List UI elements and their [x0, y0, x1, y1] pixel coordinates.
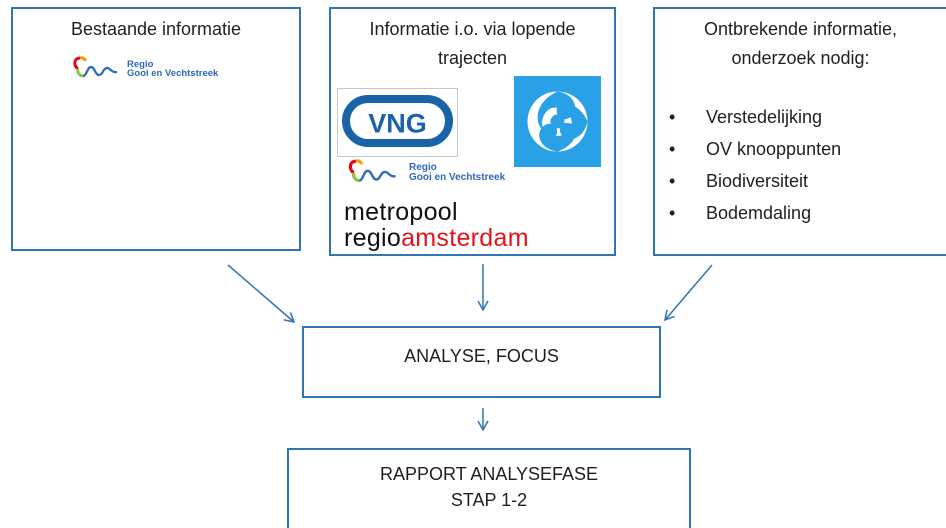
- regio-wave-icon: [69, 55, 121, 83]
- rapport-analysefase-box: RAPPORT ANALYSEFASE STAP 1-2: [287, 448, 691, 528]
- waterschap-logo: [514, 76, 601, 167]
- flow-arrows: [227, 264, 713, 432]
- missing-info-title-line1: Ontbrekende informatie,: [703, 19, 898, 39]
- list-item-label: OV knooppunten: [706, 139, 842, 159]
- ongoing-info-title-line1: Informatie i.o. via lopende: [369, 19, 576, 39]
- list-item-label: Biodiversiteit: [706, 171, 809, 191]
- missing-info-list: • Verstedelijking • OV knooppunten • Biodiv…: [669, 106, 841, 234]
- swirl-icon: [527, 91, 588, 152]
- regio-logo-line2: Gooi en Vechtstreek: [409, 172, 506, 183]
- missing-info-box: Ontbrekende informatie, onderzoek nodig:: [653, 7, 946, 256]
- arrow-missing-to-analyse: [663, 264, 713, 322]
- mra-line1: metropool: [344, 198, 458, 226]
- list-item: • Biodiversiteit: [669, 170, 841, 202]
- bullet: •: [669, 139, 676, 159]
- list-item: • OV knooppunten: [669, 138, 841, 170]
- metropool-regio-amsterdam-logo: metropool regioamsterdam: [337, 196, 552, 253]
- regio-logo-middle: Regio Gooi en Vechtstreek: [340, 158, 505, 188]
- list-item: • Verstedelijking: [669, 106, 841, 138]
- regio-logo-line2: Gooi en Vechtstreek: [127, 68, 219, 79]
- list-item-label: Verstedelijking: [706, 107, 823, 127]
- vng-logo: VNG: [337, 88, 458, 157]
- bullet: •: [669, 203, 676, 223]
- regio-wave-icon: [340, 158, 404, 188]
- bullet: •: [669, 171, 676, 191]
- vng-logo-text: VNG: [368, 109, 427, 139]
- mra-line2-regio: regio: [344, 224, 402, 252]
- rapport-title-line2: STAP 1-2: [450, 490, 528, 510]
- mra-line2: regioamsterdam: [337, 225, 552, 251]
- regio-logo-left: Regio Gooi en Vechtstreek: [69, 55, 218, 83]
- regio-logo-line1: Regio: [127, 58, 154, 70]
- bullet: •: [669, 107, 676, 127]
- existing-info-box: Bestaande informatie: [11, 7, 301, 251]
- mra-line2-amsterdam: amsterdam: [401, 224, 529, 252]
- missing-info-title-line2: onderzoek nodig:: [731, 48, 870, 68]
- list-item-label: Bodemdaling: [706, 203, 812, 223]
- arrow-existing-to-analyse: [227, 264, 296, 324]
- rapport-title-line1: RAPPORT ANALYSEFASE: [379, 464, 599, 484]
- list-item: • Bodemdaling: [669, 202, 841, 234]
- analyse-focus-box: ANALYSE, FOCUS: [302, 326, 661, 398]
- existing-info-title: Bestaande informatie: [70, 19, 242, 39]
- regio-logo-line1: Regio: [409, 162, 437, 173]
- ongoing-info-title-line2: trajecten: [437, 48, 508, 68]
- analyse-focus-title: ANALYSE, FOCUS: [404, 346, 559, 366]
